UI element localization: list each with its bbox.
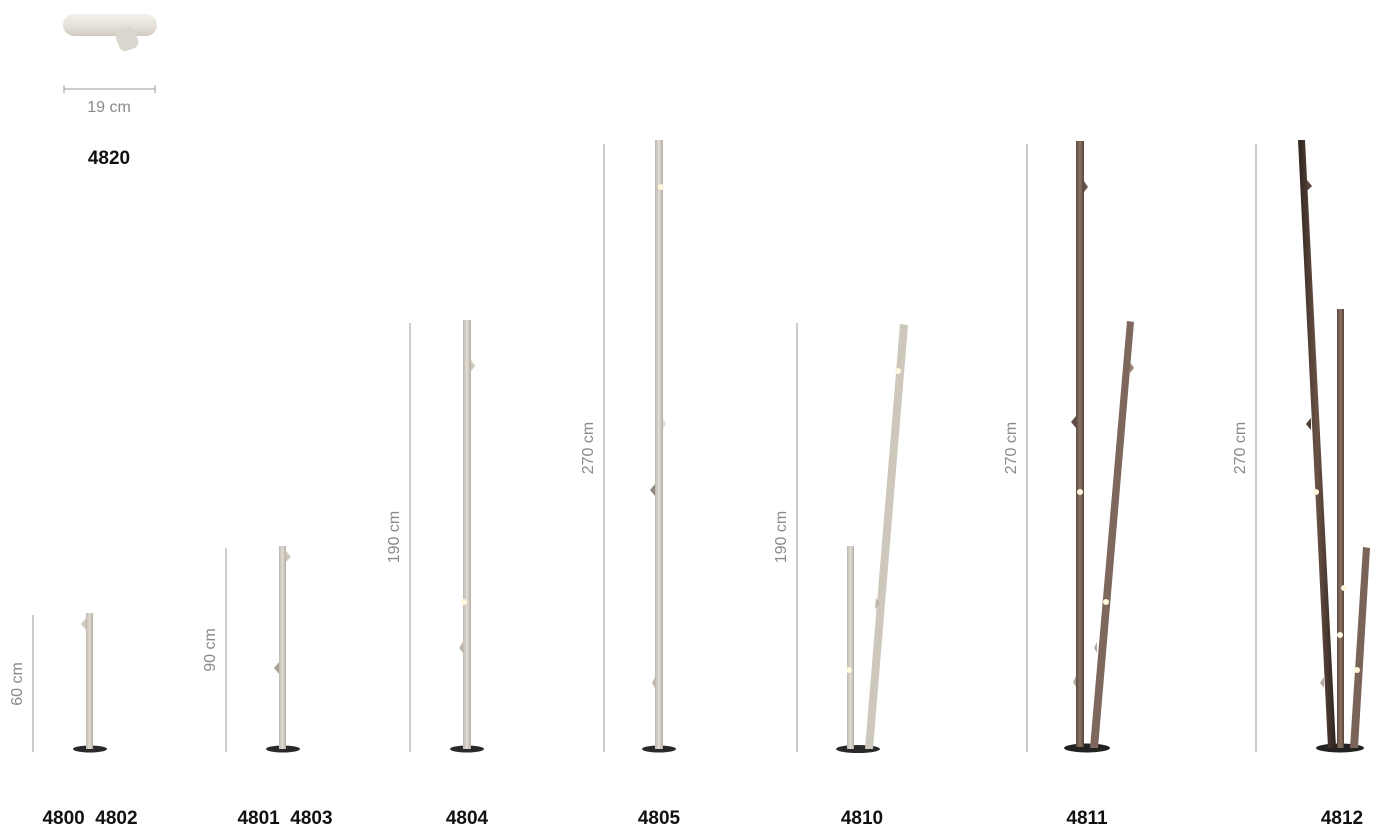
- lamp-spot: [1071, 416, 1076, 428]
- lamp-light: [846, 667, 852, 673]
- lamp-270cm: [642, 140, 676, 753]
- model-code: 4801 4803: [237, 808, 332, 828]
- sconce-4820: 19 cm 4820: [63, 14, 157, 169]
- lamp-light: [1077, 489, 1083, 495]
- lamp-spot: [459, 642, 463, 653]
- model-code: 4810: [841, 808, 883, 828]
- lamp-light: [1103, 599, 1109, 605]
- lamp-spot: [1094, 642, 1097, 653]
- lamp-pole: [463, 320, 471, 749]
- lamp-pole: [655, 140, 663, 749]
- lamp-light: [1354, 667, 1360, 673]
- height-label: 270 cm: [1003, 422, 1020, 474]
- lamp-spot: [875, 598, 880, 609]
- lamp-spot: [1130, 362, 1134, 373]
- lamp-pole: [1298, 140, 1336, 748]
- lamp-pole: [1076, 141, 1084, 747]
- lamp-spot: [471, 360, 475, 371]
- lamp-light: [1341, 585, 1347, 591]
- lamp-pole: [1350, 547, 1370, 748]
- lamp-spot: [274, 662, 279, 674]
- sconce-body: [63, 14, 157, 36]
- lamp-60cm: [73, 613, 107, 753]
- lamp-spot: [1320, 677, 1324, 688]
- lamp-190cm: [450, 320, 484, 753]
- height-label: 270 cm: [1232, 422, 1249, 474]
- dimension-lines: [32, 144, 1257, 752]
- lamp-light: [1313, 489, 1319, 495]
- lamp-light: [1337, 632, 1343, 638]
- lamp-spot: [286, 551, 291, 562]
- model-code: 4800 4802: [42, 808, 137, 828]
- height-label: 190 cm: [386, 511, 403, 563]
- lamp-pole: [847, 546, 854, 749]
- lamp-pole: [1090, 321, 1134, 748]
- model-code: 4811: [1066, 808, 1108, 828]
- lamp-spot: [1307, 180, 1312, 191]
- lamp-light: [461, 599, 467, 605]
- lamp-pole: [86, 613, 93, 749]
- model-code: 4812: [1321, 808, 1363, 828]
- lamp-spot: [1084, 181, 1088, 192]
- lamp-4812: [1298, 140, 1370, 753]
- lamp-light: [658, 184, 664, 190]
- height-label: 60 cm: [9, 662, 26, 706]
- lamp-spot: [650, 484, 655, 496]
- lamp-spot: [81, 618, 86, 630]
- sconce-spot: [115, 26, 139, 52]
- model-codes: 4800 4802 4801 4803 4804 4805 4810 4811 …: [42, 808, 1363, 828]
- lamp-pole: [279, 546, 286, 749]
- lamp-base: [836, 745, 880, 753]
- model-code: 4804: [446, 808, 489, 828]
- lamp-90cm: [266, 546, 300, 753]
- model-code: 4805: [638, 808, 681, 828]
- sconce-width-label: 19 cm: [87, 99, 131, 116]
- dimension-labels: 60 cm 90 cm 190 cm 270 cm 190 cm 270 cm …: [9, 422, 1249, 706]
- lamp-4811: [1064, 141, 1134, 753]
- lamp-4810: [836, 324, 908, 753]
- lamp-base: [1064, 743, 1110, 753]
- lamp-spot: [663, 418, 666, 429]
- lamp-pole: [865, 324, 908, 749]
- lamp-spot: [1073, 676, 1076, 687]
- lamp-spot: [1306, 418, 1311, 430]
- height-label: 270 cm: [580, 422, 597, 474]
- lamp-light: [895, 368, 901, 374]
- height-label: 190 cm: [773, 511, 790, 563]
- sconce-code: 4820: [88, 148, 130, 169]
- lamp-spot: [652, 677, 655, 688]
- lamp-pole: [1337, 309, 1344, 748]
- height-label: 90 cm: [202, 628, 219, 672]
